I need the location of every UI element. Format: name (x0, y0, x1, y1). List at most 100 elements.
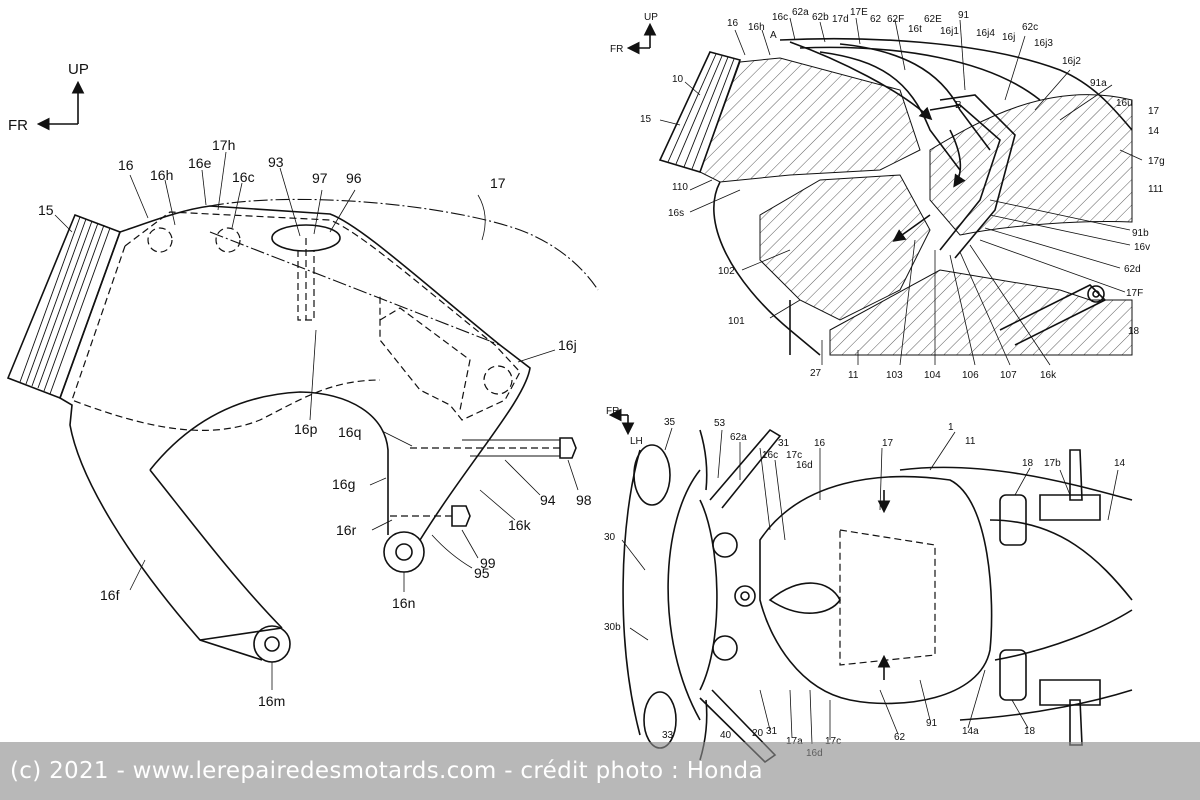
left-labels: 15 16 16h 16e 17h 16c 93 97 96 17 16j 16… (38, 137, 592, 709)
tr-label-62F: 62F (887, 14, 904, 25)
tr-label-27: 27 (810, 368, 822, 379)
br-label-17: 17 (882, 438, 894, 449)
tr-label-17F: 17F (1126, 288, 1143, 299)
br-label-30b: 30b (604, 622, 621, 633)
tr-label-111: 111 (1148, 184, 1164, 195)
label-16q: 16q (338, 424, 361, 440)
br-label-16d: 16d (796, 460, 813, 471)
tr-label-110: 110 (672, 182, 688, 193)
label-16: 16 (118, 157, 134, 173)
tr-label-91: 91 (958, 10, 970, 21)
direction-indicator-bottom-right: FR LH (606, 406, 643, 447)
tr-label-91a: 91a (1090, 78, 1107, 89)
tr-label-62: 62 (870, 14, 882, 25)
tr-label-104: 104 (924, 370, 941, 381)
top-right-leader-lines (659, 17, 1143, 366)
tr-label-10: 10 (672, 74, 684, 85)
br-label-31b: 31 (766, 726, 778, 737)
tr-label-16j: 16j (1002, 32, 1015, 43)
br-label-30: 30 (604, 532, 616, 543)
label-16c: 16c (232, 169, 255, 185)
tr-label-17g: 17g (1148, 156, 1165, 167)
br-label-18: 18 (1022, 458, 1034, 469)
tr-dir-front-label: FR (610, 44, 623, 55)
label-17: 17 (490, 175, 506, 191)
label-15: 15 (38, 202, 54, 218)
label-16m: 16m (258, 693, 285, 709)
bottom-right-labels: 35 53 62a 31 16c 17c 16 16d 17 1 11 18 1… (604, 417, 1126, 759)
br-dir-left-label: LH (630, 436, 643, 447)
tr-label-17: 17 (1148, 106, 1160, 117)
tr-label-16j4: 16j4 (976, 28, 995, 39)
part-15-plate (6, 213, 122, 400)
br-label-16: 16 (814, 438, 826, 449)
tr-label-107: 107 (1000, 370, 1017, 381)
tr-label-16h: 16h (748, 22, 765, 33)
watermark-banner: (c) 2021 - www.lerepairedesmotards.com -… (0, 742, 1200, 800)
br-label-31: 31 (778, 438, 790, 449)
br-label-62a: 62a (730, 432, 747, 443)
label-96: 96 (346, 170, 362, 186)
direction-indicator-left: UP FR (8, 61, 89, 134)
tr-label-B: B (955, 100, 962, 111)
br-label-17c: 17c (786, 450, 802, 461)
tr-label-14: 14 (1148, 126, 1160, 137)
br-label-18b: 18 (1024, 726, 1036, 737)
direction-indicator-top-right: UP FR (610, 12, 658, 55)
top-right-labels: 16 16h A 16c 62a 62b 17d 17E 62 62F 16t … (640, 7, 1165, 381)
br-label-35: 35 (664, 417, 676, 428)
tr-label-106: 106 (962, 370, 979, 381)
part-16-bracket (59, 198, 599, 663)
label-94: 94 (540, 492, 556, 508)
tr-label-11: 11 (848, 370, 859, 381)
tr-label-62a: 62a (792, 7, 809, 18)
tr-label-18: 18 (1128, 326, 1140, 337)
bottom-right-figure: FR LH (604, 406, 1133, 764)
tr-label-16u: 16u (1116, 98, 1133, 109)
br-label-14a: 14a (962, 726, 979, 737)
label-16e: 16e (188, 155, 212, 171)
tr-label-102: 102 (718, 266, 735, 277)
br-label-14: 14 (1114, 458, 1126, 469)
tr-dir-up-label: UP (644, 12, 658, 23)
tr-label-16j3: 16j3 (1034, 38, 1053, 49)
label-16n: 16n (392, 595, 415, 611)
top-right-figure: UP FR (610, 7, 1165, 381)
br-label-17a: 17a (786, 736, 803, 747)
label-95: 95 (474, 565, 490, 581)
bottom-right-leader-lines (621, 427, 1119, 745)
br-label-91: 91 (926, 718, 938, 729)
label-99: 99 (480, 555, 496, 571)
dir-front-label: FR (8, 117, 28, 134)
tr-label-62c: 62c (1022, 22, 1038, 33)
tr-label-16t: 16t (908, 24, 922, 35)
br-label-53: 53 (714, 418, 726, 429)
tr-label-16k: 16k (1040, 370, 1057, 381)
br-label-33: 33 (662, 730, 674, 741)
label-16j: 16j (558, 337, 577, 353)
tr-label-17d: 17d (832, 14, 849, 25)
left-leader-lines (54, 151, 579, 690)
br-label-1: 1 (948, 422, 954, 433)
label-16g: 16g (332, 476, 355, 492)
label-16f: 16f (100, 587, 120, 603)
br-label-16c: 16c (762, 450, 778, 461)
tr-label-16s: 16s (668, 208, 684, 219)
label-97: 97 (312, 170, 328, 186)
tr-label-62b: 62b (812, 12, 829, 23)
br-label-17c-2: 17c (825, 736, 841, 747)
tr-label-16j2: 16j2 (1062, 56, 1081, 67)
label-16k: 16k (508, 517, 532, 533)
tr-label-91b: 91b (1132, 228, 1149, 239)
br-label-11: 11 (965, 436, 976, 447)
br-dir-front-label: FR (606, 406, 619, 417)
tr-label-16: 16 (727, 18, 739, 29)
left-figure: UP FR (6, 61, 599, 709)
tr-label-16c: 16c (772, 12, 788, 23)
label-98: 98 (576, 492, 592, 508)
label-93: 93 (268, 154, 284, 170)
br-label-40: 40 (720, 730, 732, 741)
dir-up-label: UP (68, 61, 89, 78)
tr-label-16v: 16v (1134, 242, 1150, 253)
